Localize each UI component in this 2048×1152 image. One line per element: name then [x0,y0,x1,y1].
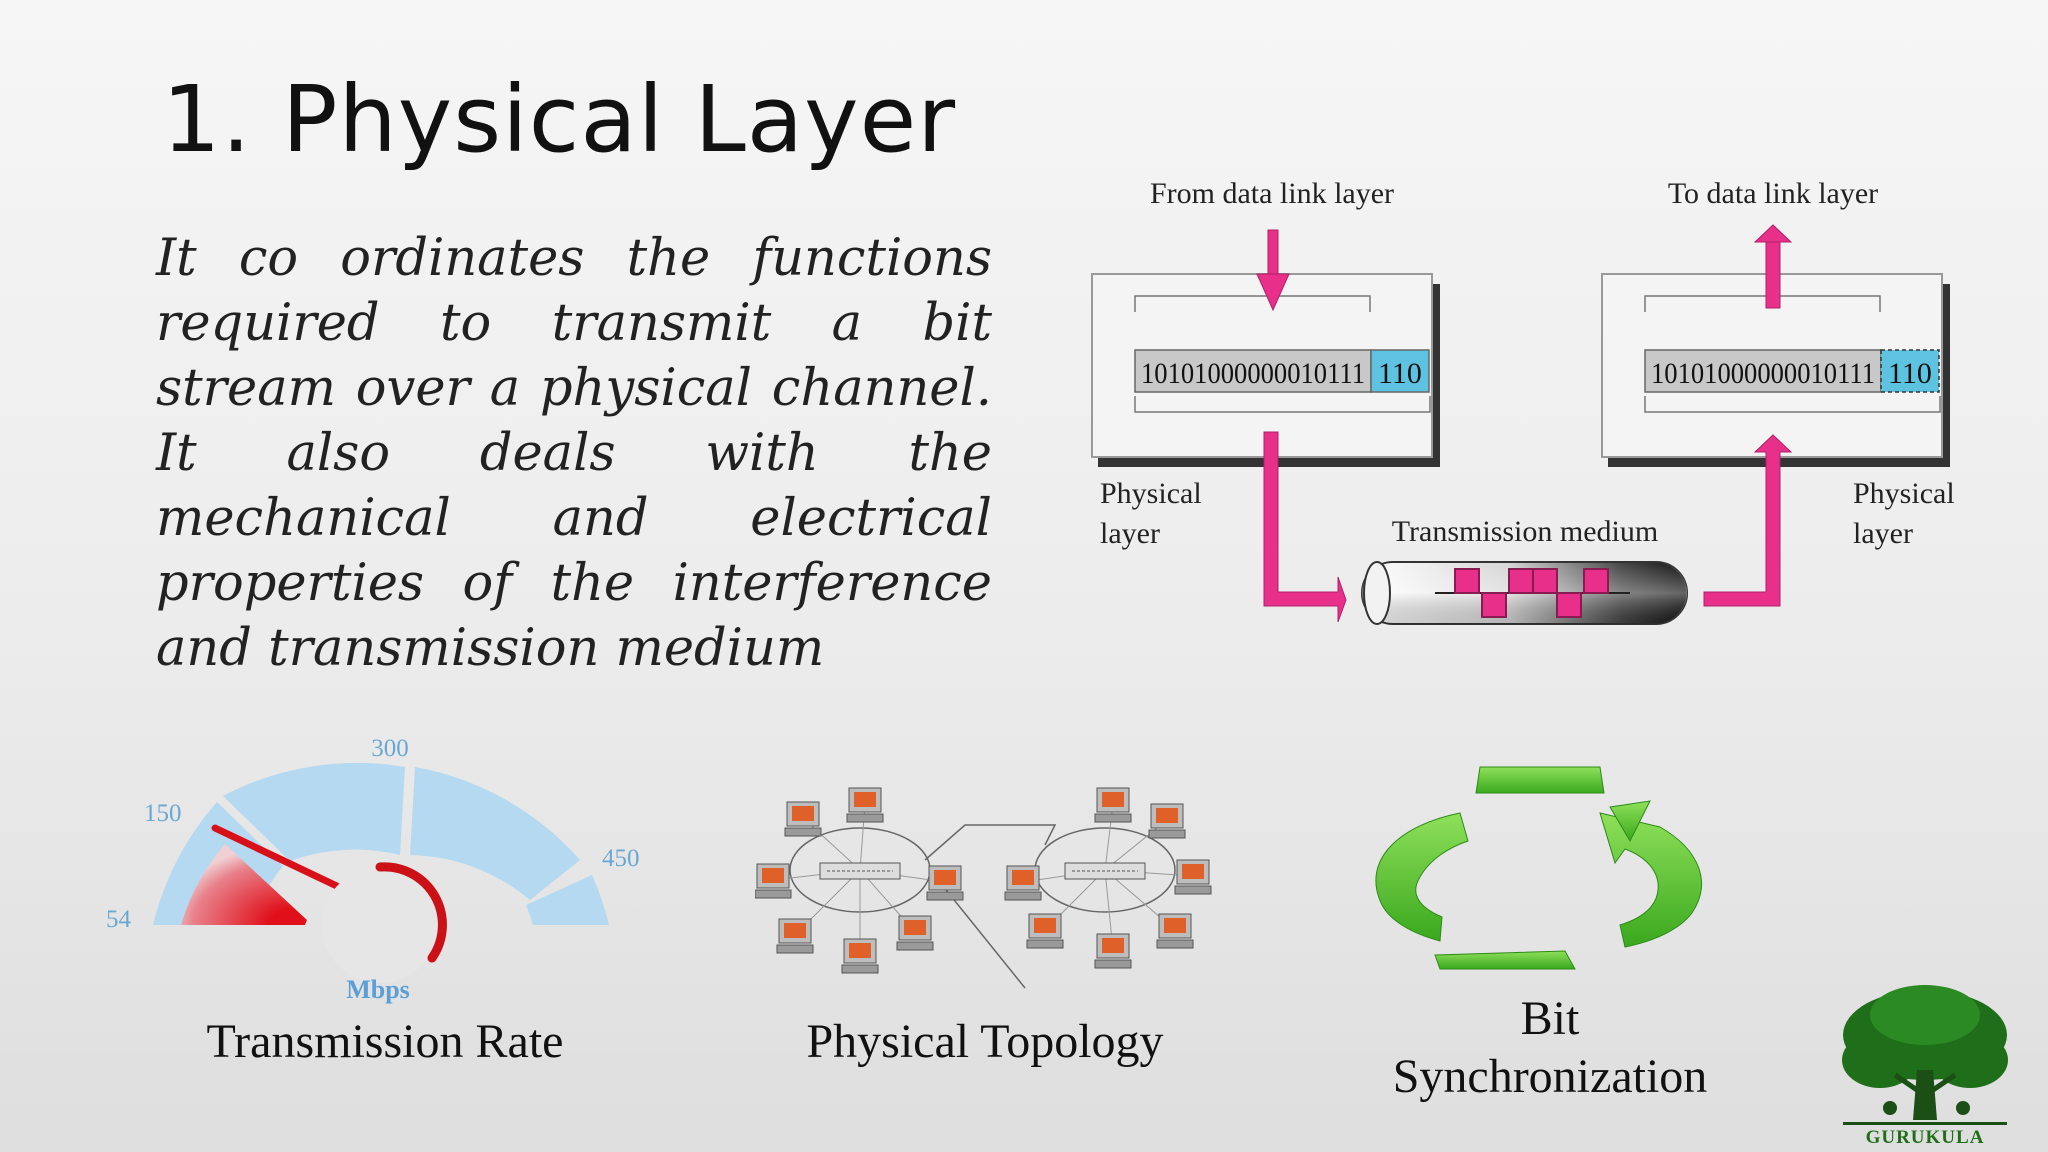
physical-layer-diagram: From data link layer To data link layer … [1091,177,1955,625]
speed-gauge: 54 150 300 450 Mbps [106,735,640,1004]
computer-icon [926,865,964,901]
gauge-red-zone [181,844,307,925]
transmission-medium-cylinder [1361,561,1688,625]
from-data-link-label: From data link layer [1150,177,1394,210]
sender-layer-label-2: layer [1100,517,1160,550]
transmission-rate-caption: Transmission Rate [206,1015,564,1068]
up-arrow [1753,224,1793,309]
body-paragraph: It co ordinates the functions required t… [156,229,992,678]
slide-title: 1. Physical Layer [162,66,957,173]
computer-icon [776,918,814,954]
to-data-link-label: To data link layer [1668,177,1878,210]
physical-topology-caption: Physical Topology [806,1015,1164,1068]
sender-bits: 10101000000010111 [1141,357,1365,390]
topology-diagram [755,787,1212,989]
gauge-tick-300: 300 [371,735,409,762]
computer-icon [1004,865,1042,901]
computer-icon [1094,787,1132,823]
receiver-physical-box: 10101000000010111 110 [1601,273,1950,467]
computer-icon [1148,803,1186,839]
gauge-unit: Mbps [346,975,410,1004]
bit-sync-caption-line2: Synchronization [1392,1050,1708,1103]
down-arrow [1256,229,1290,312]
computer-icon [1026,913,1064,949]
computer-icon [755,863,792,899]
gauge-tick-150: 150 [144,800,182,827]
sender-physical-box: 10101000000010111 110 [1091,273,1440,467]
hub-a [819,862,901,880]
sender-suffix: 110 [1378,357,1422,390]
computer-icon [1094,933,1132,969]
gauge-hub [322,867,438,983]
sync-arrows-icon [1375,766,1702,970]
receiver-layer-label-2: layer [1853,517,1913,550]
computer-icon [896,915,934,951]
logo-text: GURUKULA [1866,1127,1985,1148]
computer-icon [846,787,884,823]
gauge-tick-54: 54 [106,906,132,933]
gauge-tick-450: 450 [602,845,640,872]
bit-sync-caption-line1: Bit [1520,992,1580,1045]
computer-icon [841,938,879,974]
sender-layer-label-1: Physical [1100,477,1202,510]
computer-icon [1174,859,1212,895]
hub-b [1064,862,1146,880]
receiver-bits: 10101000000010111 [1651,357,1875,390]
transmission-medium-label: Transmission medium [1392,515,1658,548]
computer-icon [784,801,822,837]
computer-icon [1156,913,1194,949]
receiver-layer-label-1: Physical [1853,477,1955,510]
bit-sync-caption: Bit Synchronization [1360,990,1740,1106]
receiver-suffix: 110 [1888,357,1932,390]
medium-to-receiver-arrow [1703,434,1793,607]
sender-to-medium-arrow [1263,431,1347,623]
network-computers [755,787,1212,974]
gurukula-logo: GURUKULA [1842,985,2008,1148]
